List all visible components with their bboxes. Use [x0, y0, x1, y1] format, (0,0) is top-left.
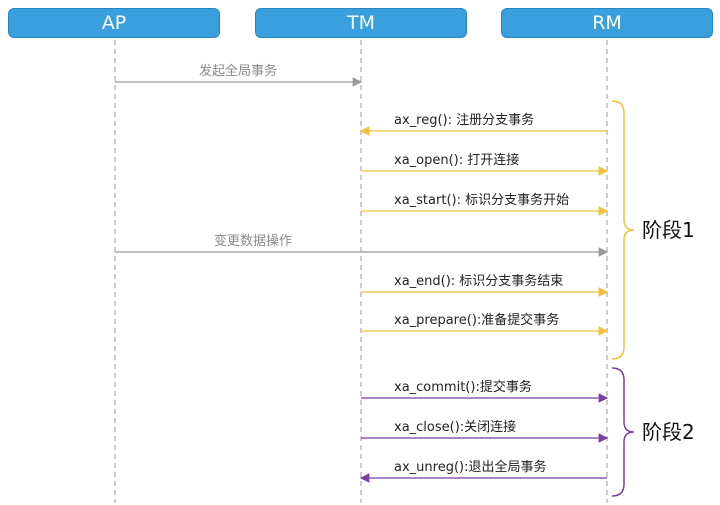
- participant-tm-label: TM: [347, 12, 375, 34]
- phase-brace: [611, 367, 635, 497]
- message-9: xa_close():关闭连接: [361, 419, 609, 443]
- message-3: xa_open(): 打开连接: [361, 152, 609, 176]
- participant-tm: TM: [255, 8, 467, 38]
- phase-1: 阶段1: [611, 100, 695, 360]
- message-label: ax_reg(): 注册分支事务: [394, 112, 534, 128]
- message-8: xa_commit():提交事务: [361, 379, 609, 403]
- phase-2: 阶段2: [611, 367, 695, 497]
- phase-label: 阶段2: [642, 420, 695, 444]
- message-label: xa_prepare():准备提交事务: [394, 312, 559, 328]
- message-2: ax_reg(): 注册分支事务: [359, 112, 607, 136]
- phase-label: 阶段1: [642, 218, 695, 242]
- message-label: xa_open(): 打开连接: [394, 152, 519, 168]
- message-6: xa_end(): 标识分支事务结束: [361, 273, 609, 297]
- message-label: ax_unreg():退出全局事务: [394, 459, 546, 475]
- message-1: 发起全局事务: [115, 63, 363, 87]
- participant-rm: RM: [501, 8, 713, 38]
- participant-rm-label: RM: [592, 12, 622, 34]
- message-label: xa_start(): 标识分支事务开始: [394, 192, 569, 208]
- message-7: xa_prepare():准备提交事务: [361, 312, 609, 336]
- phase-brace: [611, 100, 635, 360]
- participant-ap: AP: [8, 8, 220, 38]
- message-4: xa_start(): 标识分支事务开始: [361, 192, 609, 216]
- message-label: xa_end(): 标识分支事务结束: [394, 273, 563, 289]
- message-label: xa_close():关闭连接: [394, 419, 516, 435]
- message-5: 变更数据操作: [115, 233, 609, 257]
- message-label: 发起全局事务: [199, 63, 277, 79]
- participant-ap-label: AP: [101, 12, 127, 34]
- message-10: ax_unreg():退出全局事务: [359, 459, 607, 483]
- message-label: 变更数据操作: [214, 233, 292, 249]
- message-label: xa_commit():提交事务: [394, 379, 532, 395]
